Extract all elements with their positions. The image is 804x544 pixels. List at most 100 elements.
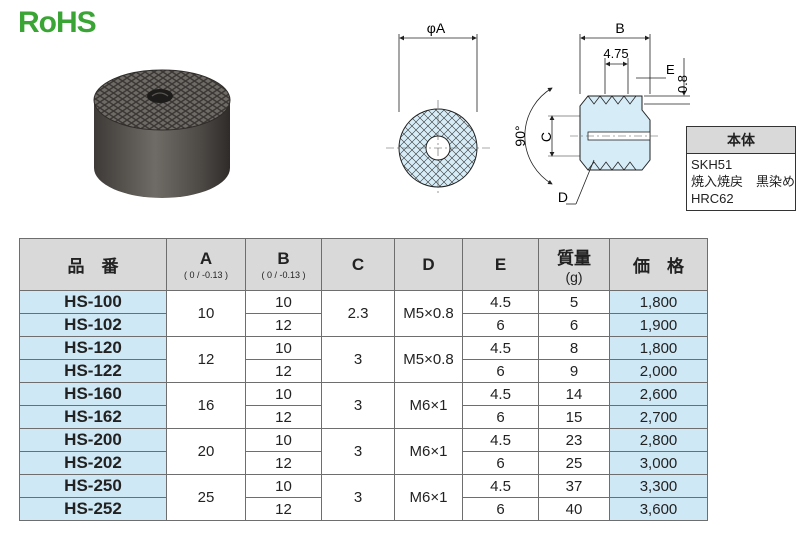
- part-code: HS-250: [19, 474, 167, 498]
- dim-a-cell: 20: [166, 428, 246, 475]
- table-row: HS-252 12 6 40 3,600: [19, 497, 708, 521]
- dim-e-cell: 4.5: [462, 474, 539, 498]
- dim-c-cell: 3: [321, 336, 395, 383]
- price-cell: 3,000: [609, 451, 708, 475]
- dim-e-cell: 4.5: [462, 290, 539, 314]
- dim-a-cell: 12: [166, 336, 246, 383]
- dim-e-cell: 6: [462, 451, 539, 475]
- dim-d-label: D: [558, 189, 568, 205]
- mass-cell: 25: [538, 451, 610, 475]
- dim-e-cell: 4.5: [462, 382, 539, 406]
- part-code: HS-160: [19, 382, 167, 406]
- dim-e-cell: 4.5: [462, 428, 539, 452]
- material-title: 本体: [687, 127, 795, 154]
- dim-d-cell: M5×0.8: [394, 336, 463, 383]
- header-a-tolerance: ( 0 / -0.13 ): [183, 270, 228, 280]
- dim-e-cell: 6: [462, 313, 539, 337]
- part-code: HS-202: [19, 451, 167, 475]
- table-row: HS-160 16 10 3 M6×1 4.5 14 2,600: [19, 382, 708, 429]
- dim-b-cell: 10: [245, 382, 322, 406]
- dim-e-cell: 4.5: [462, 336, 539, 360]
- price-cell: 3,600: [609, 497, 708, 521]
- price-cell: 1,800: [609, 336, 708, 360]
- dim-a-cell: 25: [166, 474, 246, 521]
- dim-b-label: B: [615, 20, 624, 36]
- dim-b-cell: 10: [245, 290, 322, 314]
- dim-b-cell: 12: [245, 313, 322, 337]
- mass-cell: 9: [538, 359, 610, 383]
- header-b-tolerance: ( 0 / -0.13 ): [261, 270, 306, 280]
- mass-cell: 37: [538, 474, 610, 498]
- dim-b-cell: 12: [245, 405, 322, 429]
- part-code: HS-200: [19, 428, 167, 452]
- dim-d-cell: M6×1: [394, 428, 463, 475]
- dim-e-cell: 6: [462, 405, 539, 429]
- mass-cell: 5: [538, 290, 610, 314]
- dim-b-cell: 10: [245, 428, 322, 452]
- dim-b-cell: 12: [245, 451, 322, 475]
- dim-c-cell: 3: [321, 382, 395, 429]
- price-cell: 2,800: [609, 428, 708, 452]
- dim-a-cell: 10: [166, 290, 246, 337]
- dim-475-label: 4.75: [603, 46, 628, 61]
- header-part-no: 品 番: [19, 238, 167, 291]
- mass-cell: 6: [538, 313, 610, 337]
- rohs-logo: RoHS: [18, 6, 97, 39]
- dim-b-cell: 12: [245, 497, 322, 521]
- mass-cell: 23: [538, 428, 610, 452]
- header-a: A( 0 / -0.13 ): [166, 238, 246, 291]
- price-cell: 1,900: [609, 313, 708, 337]
- part-code: HS-120: [19, 336, 167, 360]
- dim-c-cell: 3: [321, 428, 395, 475]
- table-row: HS-120 12 10 3 M5×0.8 4.5 8 1,800: [19, 336, 708, 383]
- header-d: D: [394, 238, 463, 291]
- dim-e-label: E: [666, 62, 675, 77]
- table-header-row: 品 番 A( 0 / -0.13 ) B( 0 / -0.13 ) C D E …: [19, 238, 708, 291]
- table-row: HS-250 25 10 3 M6×1 4.5 37 3,300: [19, 474, 708, 521]
- mass-cell: 14: [538, 382, 610, 406]
- product-photo: [93, 69, 231, 198]
- dim-d-cell: M6×1: [394, 474, 463, 521]
- part-code: HS-102: [19, 313, 167, 337]
- dim-d-cell: M5×0.8: [394, 290, 463, 337]
- mass-cell: 8: [538, 336, 610, 360]
- material-line: SKH51: [691, 157, 733, 172]
- price-cell: 2,600: [609, 382, 708, 406]
- dim-e-cell: 6: [462, 497, 539, 521]
- mass-cell: 15: [538, 405, 610, 429]
- dim-d-cell: M6×1: [394, 382, 463, 429]
- dim-c-cell: 3: [321, 474, 395, 521]
- price-cell: 1,800: [609, 290, 708, 314]
- header-mass: 質量(g): [538, 238, 610, 291]
- part-code: HS-252: [19, 497, 167, 521]
- dim-c-label: C: [538, 132, 554, 142]
- dim-08-label: 0.8: [675, 75, 690, 93]
- dim-b-cell: 12: [245, 359, 322, 383]
- spec-table: 品 番 A( 0 / -0.13 ) B( 0 / -0.13 ) C D E …: [19, 238, 708, 521]
- dim-a-label: φA: [427, 20, 446, 36]
- header-mass-unit: (g): [565, 269, 583, 285]
- angle-label: 90°: [512, 125, 528, 146]
- part-code: HS-100: [19, 290, 167, 314]
- price-cell: 2,000: [609, 359, 708, 383]
- header-e: E: [462, 238, 539, 291]
- table-row: HS-202 12 6 25 3,000: [19, 451, 708, 475]
- header-c: C: [321, 238, 395, 291]
- dim-c-cell: 2.3: [321, 290, 395, 337]
- part-code: HS-122: [19, 359, 167, 383]
- technical-drawing: φA B 4.75 E 0.8 C 90° D: [386, 20, 690, 205]
- dim-b-cell: 10: [245, 336, 322, 360]
- material-line: 焼入焼戻 黒染め: [691, 174, 796, 189]
- material-line: HRC62: [691, 191, 734, 206]
- table-row: HS-100 10 10 2.3 M5×0.8 4.5 5 1,800: [19, 290, 708, 337]
- mass-cell: 40: [538, 497, 610, 521]
- header-price: 価 格: [609, 238, 708, 291]
- dim-b-cell: 10: [245, 474, 322, 498]
- dim-e-cell: 6: [462, 359, 539, 383]
- part-code: HS-162: [19, 405, 167, 429]
- dim-a-cell: 16: [166, 382, 246, 429]
- header-b: B( 0 / -0.13 ): [245, 238, 322, 291]
- price-cell: 3,300: [609, 474, 708, 498]
- price-cell: 2,700: [609, 405, 708, 429]
- material-box: 本体 SKH51 焼入焼戻 黒染め HRC62: [686, 126, 796, 211]
